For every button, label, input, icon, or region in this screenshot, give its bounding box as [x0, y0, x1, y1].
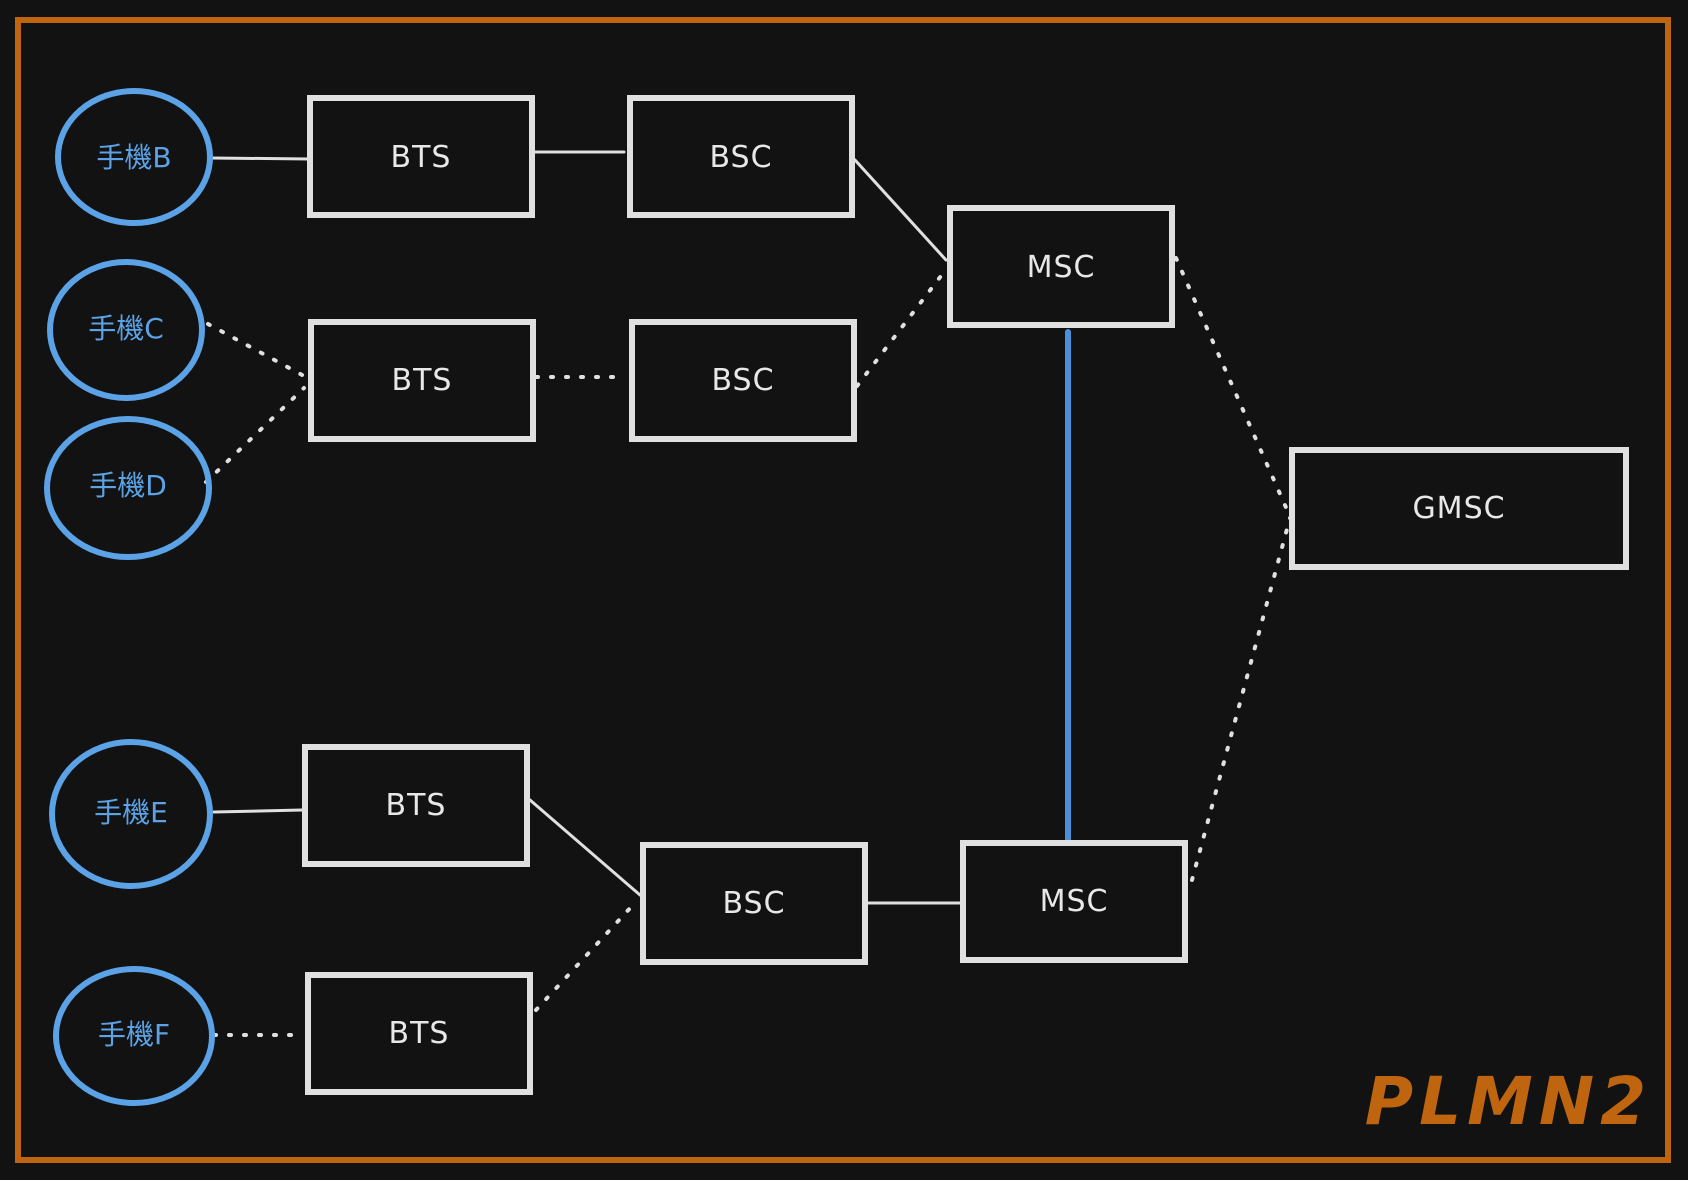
node-msc1[interactable]: MSC [947, 205, 1175, 328]
link-phoneC-bts2 [206, 322, 306, 378]
link-bsc1-msc1 [853, 158, 948, 262]
phone-e[interactable]: 手機E [49, 739, 213, 889]
node-gmsc[interactable]: GMSC [1289, 447, 1629, 570]
phone-c-circle [47, 259, 205, 401]
node-gmsc-label: GMSC [1412, 491, 1505, 526]
phone-f[interactable]: 手機F [53, 966, 215, 1106]
node-msc2[interactable]: MSC [960, 840, 1188, 963]
node-bts1-label: BTS [391, 140, 452, 175]
node-bsc3-box [640, 842, 868, 965]
node-msc2-box [960, 840, 1188, 963]
node-bsc1[interactable]: BSC [627, 95, 855, 218]
link-bts3-bsc3 [528, 798, 642, 897]
phone-d-circle [44, 416, 212, 560]
node-bts1-box [307, 95, 535, 218]
node-bts2-label: BTS [392, 363, 453, 398]
phone-b-label: 手機B [96, 141, 171, 174]
phone-c[interactable]: 手機C [47, 259, 205, 401]
node-bsc2-label: BSC [711, 363, 774, 398]
plmn-region-frame [15, 17, 1671, 1163]
node-bts4-label: BTS [389, 1016, 450, 1051]
link-msc1-gmsc [1174, 256, 1290, 514]
node-bsc2[interactable]: BSC [629, 319, 857, 442]
node-bts2[interactable]: BTS [308, 319, 536, 442]
region-label: PLMN2 [1365, 1063, 1652, 1140]
phones-layer: 手機B 手機C 手機D 手機E 手機F [44, 88, 215, 1106]
link-msc2-gmsc [1190, 516, 1292, 882]
phone-e-label: 手機E [94, 796, 168, 829]
node-gmsc-box [1289, 447, 1629, 570]
node-bsc1-box [627, 95, 855, 218]
node-bts2-box [308, 319, 536, 442]
phone-f-label: 手機F [98, 1018, 170, 1051]
node-bts3-box [302, 744, 530, 867]
links-layer [204, 150, 1292, 1037]
node-bsc2-box [629, 319, 857, 442]
phone-e-circle [49, 739, 213, 889]
link-bsc2-msc1 [855, 270, 946, 388]
nodes-layer: BTS BSC BTS BSC MSC GMSC BTS [302, 95, 1629, 1095]
node-bts4-box [305, 972, 533, 1095]
node-bts3[interactable]: BTS [302, 744, 530, 867]
phone-b[interactable]: 手機B [55, 88, 213, 226]
node-bsc3-label: BSC [722, 886, 785, 921]
node-msc1-box [947, 205, 1175, 328]
link-phoneE-bts3 [212, 808, 304, 814]
node-bts4[interactable]: BTS [305, 972, 533, 1095]
node-bts3-label: BTS [386, 788, 447, 823]
phone-c-label: 手機C [88, 312, 164, 345]
link-phoneB-bts1 [210, 156, 312, 161]
node-bts1[interactable]: BTS [307, 95, 535, 218]
node-bsc3[interactable]: BSC [640, 842, 868, 965]
phone-b-circle [55, 88, 213, 226]
phone-f-circle [53, 966, 215, 1106]
phone-d[interactable]: 手機D [44, 416, 212, 560]
phone-d-label: 手機D [89, 469, 167, 502]
node-msc1-label: MSC [1027, 250, 1096, 285]
node-bsc1-label: BSC [709, 140, 772, 175]
node-msc2-label: MSC [1040, 884, 1109, 919]
